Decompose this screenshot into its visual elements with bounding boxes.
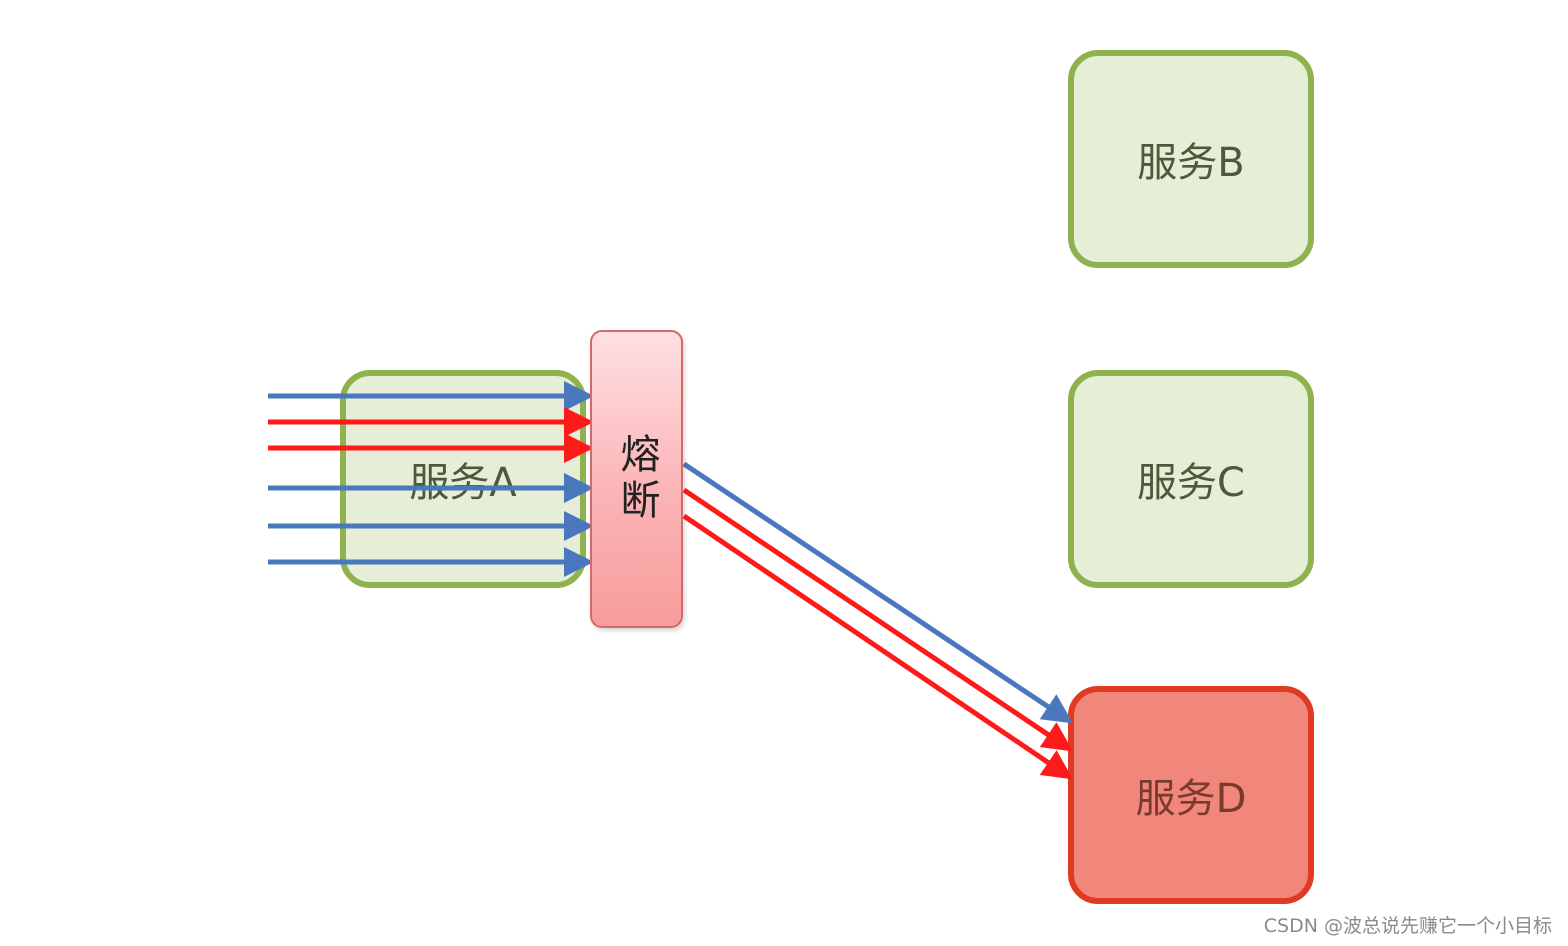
watermark: CSDN @波总说先赚它一个小目标 [1263,915,1552,937]
forwarded-request-arrow [682,487,1073,752]
service-c-label: 服务C [1137,460,1245,506]
service-d-label: 服务D [1135,776,1247,822]
forwarded-requests [682,461,1073,780]
forwarded-request-arrow [682,513,1073,780]
service-d-node: 服务D [1068,686,1314,904]
service-b-label: 服务B [1137,140,1245,186]
circuit-breaker-label: 熔断 [613,433,660,525]
service-a-label: 服务A [409,460,517,506]
service-b-node: 服务B [1068,50,1314,268]
service-a-node: 服务A [340,370,586,588]
service-c-node: 服务C [1068,370,1314,588]
forwarded-request-arrow [682,461,1073,724]
circuit-breaker: 熔断 [590,330,683,628]
